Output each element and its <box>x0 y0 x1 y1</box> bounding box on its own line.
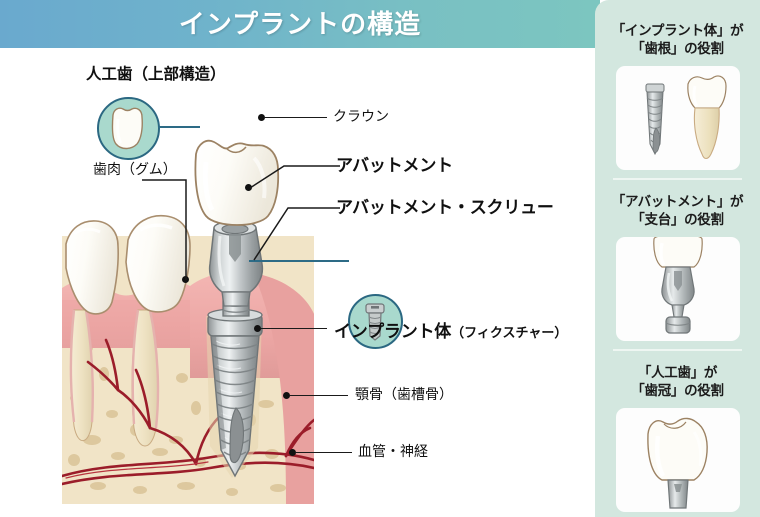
label-fixture-main: インプラント体 <box>334 322 452 341</box>
leader-gum <box>142 179 187 280</box>
abutment-icon <box>652 237 703 335</box>
leader-abutment <box>249 165 340 189</box>
panel-caption-line2: 「歯冠」の役割 <box>631 383 724 399</box>
panel-caption-abutment: 「アバットメント」が 「支台」の役割 <box>595 193 760 229</box>
sidebar: 「インプラント体」が 「歯根」の役割 <box>595 0 760 517</box>
dot-fixture <box>254 325 261 332</box>
panel-caption-line2: 「支台」の役割 <box>631 212 724 228</box>
panel-divider <box>613 178 742 180</box>
leader-crown-inset <box>158 126 200 128</box>
panel-image-abutment <box>615 237 740 342</box>
label-jawbone: 顎骨（歯槽骨） <box>355 386 453 402</box>
implant-vs-tooth-icon <box>645 75 727 160</box>
panel-caption-line2: 「歯根」の役割 <box>631 41 724 57</box>
sidebar-panel-abutment: 「アバットメント」が 「支台」の役割 <box>595 193 760 342</box>
panel-caption-fixture: 「インプラント体」が 「歯根」の役割 <box>595 22 760 58</box>
header-bar: インプラントの構造 <box>0 0 600 48</box>
label-gum: 歯肉（グム） <box>93 161 177 177</box>
abutment-art <box>208 220 264 307</box>
leader-screw-inset <box>249 260 349 262</box>
dot-abutment <box>245 184 252 191</box>
dot-jawbone <box>283 392 290 399</box>
screw-inset <box>348 294 403 349</box>
main-diagram: 人工歯（上部構造） 歯肉（グム） クラウン アバットメント アバットメント・スク… <box>0 48 595 517</box>
panel-image-crown <box>615 408 740 513</box>
label-abutment-screw: アバットメント・スクリュー <box>336 198 554 217</box>
dot-vessels <box>289 449 296 456</box>
label-crown: クラウン <box>333 108 389 124</box>
label-vessels-nerves: 血管・神経 <box>358 443 428 459</box>
page-title: インプラントの構造 <box>178 9 422 39</box>
leader-abutment-screw <box>253 207 340 261</box>
label-fixture-sub: （フィクスチャー） <box>451 325 568 340</box>
panel-divider <box>613 349 742 351</box>
implant-fixture-art <box>207 308 263 478</box>
panel-caption-line1: 「インプラント体」が <box>611 23 744 38</box>
crown-inset <box>97 97 160 160</box>
dot-crown <box>258 114 265 121</box>
panel-caption-crown: 「人工歯」が 「歯冠」の役割 <box>595 364 760 400</box>
leader-vessels <box>296 452 352 454</box>
label-artificial-tooth: 人工歯（上部構造） <box>86 66 226 83</box>
sidebar-panel-fixture: 「インプラント体」が 「歯根」の役割 <box>595 22 760 171</box>
panel-caption-line1: 「人工歯」が <box>637 365 718 380</box>
label-fixture-group: インプラント体（フィクスチャー） <box>334 317 567 342</box>
panel-image-fixture <box>615 66 740 171</box>
leader-fixture <box>261 328 327 330</box>
label-abutment: アバットメント <box>336 156 453 175</box>
leader-crown <box>265 117 327 119</box>
crown-art <box>194 139 280 226</box>
sidebar-panel-crown: 「人工歯」が 「歯冠」の役割 <box>595 364 760 513</box>
panel-caption-line1: 「アバットメント」が <box>611 194 744 209</box>
leader-jawbone <box>290 395 348 397</box>
crown-icon <box>646 418 708 510</box>
